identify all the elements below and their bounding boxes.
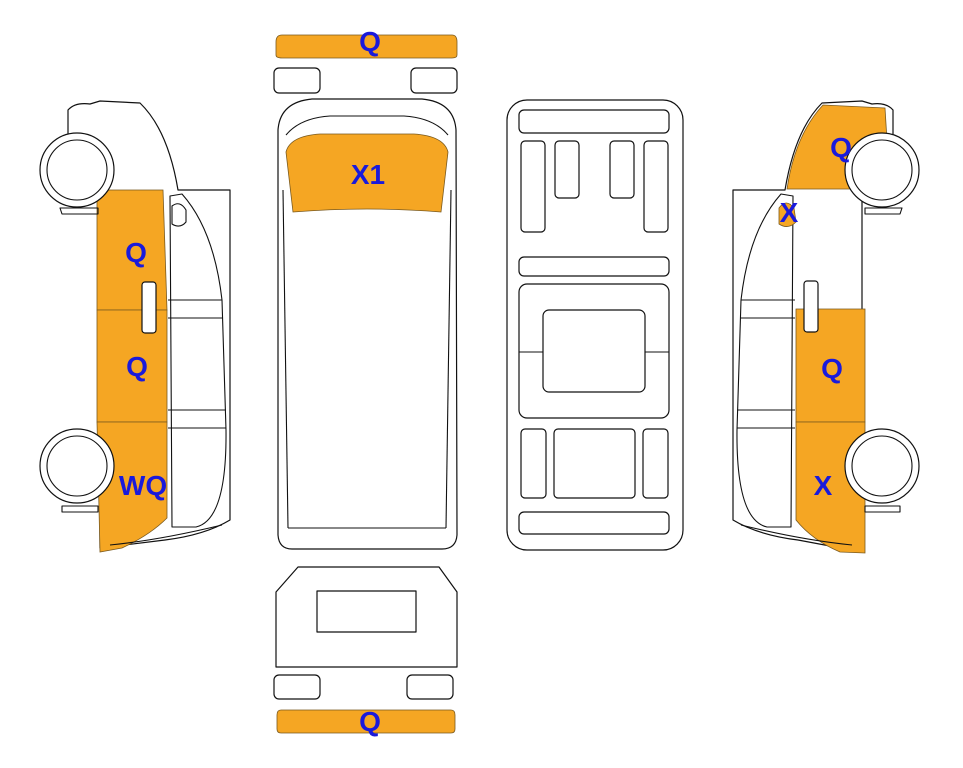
underside-bottom-bar [518, 511, 670, 535]
rear-view: Q [273, 566, 458, 737]
right-front-fender-code: Q [830, 132, 852, 163]
left-door-handle [141, 281, 157, 334]
front-headlight-right [410, 67, 458, 94]
right-rear-wheel-inner [851, 435, 913, 497]
rear-light-left [273, 674, 321, 700]
underside-slot-1 [520, 140, 546, 233]
rear-light-right [406, 674, 454, 700]
top-right-rail [445, 189, 452, 529]
right-window-slat-2 [737, 409, 795, 429]
left-side-view: Q Q WQ [39, 100, 231, 553]
left-rear-quarter-code: WQ [119, 470, 167, 501]
left-mirror-step-rear [61, 505, 99, 513]
underside-rear-right [642, 428, 669, 499]
top-left-rail [282, 189, 289, 529]
right-front-wheel-inner [851, 139, 913, 201]
underside-slot-3 [609, 140, 635, 199]
right-sliding-door-code: Q [821, 353, 843, 384]
right-side-view: Q X Q X [732, 100, 920, 554]
underside-rear-center [553, 428, 636, 499]
left-front-wheel-inner [46, 139, 108, 201]
underside-mid-bar [518, 256, 670, 277]
right-mirror[interactable] [778, 202, 797, 227]
windshield[interactable] [285, 133, 449, 213]
front-view: Q [273, 26, 458, 94]
top-nose-line [285, 115, 449, 136]
front-bumper[interactable] [275, 34, 458, 59]
underside-view [506, 99, 684, 551]
front-headlight-left [273, 67, 321, 94]
left-front-door-code: Q [125, 237, 147, 268]
underside-top-bar [518, 109, 670, 134]
top-body [277, 98, 458, 550]
left-sliding-door-code: Q [126, 351, 148, 382]
rear-bumper-code: Q [359, 706, 381, 737]
right-front-wheel [844, 132, 920, 208]
left-rear-wheel [39, 428, 115, 504]
right-window-slat-1 [740, 299, 795, 319]
underside-slot-4 [643, 140, 669, 233]
left-bottom-sill [109, 524, 223, 546]
rear-window [316, 590, 417, 633]
top-view: X1 [277, 98, 458, 550]
left-window-slat-1 [168, 299, 223, 319]
left-window-slat-2 [168, 409, 226, 429]
left-window-frame [169, 193, 227, 528]
right-mirror-step-front [864, 207, 903, 215]
left-rear-quarter[interactable] [96, 421, 168, 553]
left-front-wheel [39, 132, 115, 208]
right-rear-quarter-code: X [814, 470, 833, 501]
underside-center-box [542, 309, 646, 393]
right-mirror-step-rear [864, 505, 901, 513]
rear-bumper[interactable] [276, 709, 456, 734]
front-bumper-code: Q [359, 26, 381, 57]
left-rear-wheel-inner [46, 435, 108, 497]
underside-rear-left [520, 428, 547, 499]
right-rear-wheel [844, 428, 920, 504]
right-bottom-sill [740, 524, 853, 546]
left-window-upper [171, 203, 187, 227]
left-mirror-step-front [59, 207, 99, 215]
right-window-frame [736, 193, 794, 528]
right-door-handle [803, 280, 819, 333]
right-mirror-code: X [780, 197, 799, 228]
windshield-code: X1 [351, 159, 385, 190]
underside-slot-2 [554, 140, 580, 199]
